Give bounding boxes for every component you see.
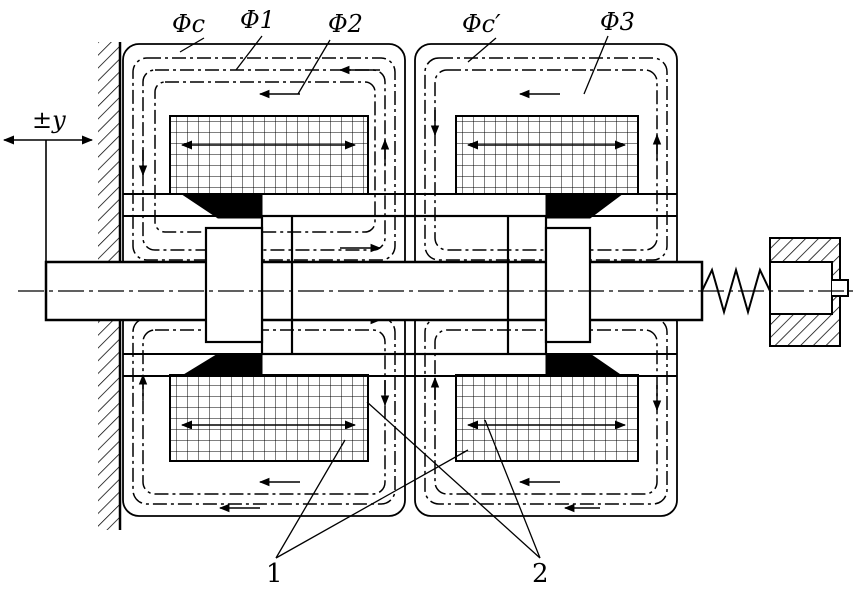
spring-icon — [701, 266, 771, 316]
coil-bottom-left — [169, 374, 369, 462]
right-wall-block — [769, 237, 849, 347]
coils — [169, 115, 639, 462]
label-phi-3: Φ3 — [600, 8, 635, 36]
displacement-indicator — [2, 135, 94, 262]
coil-bottom-right — [455, 374, 639, 462]
label-phi-2: Φ2 — [328, 10, 363, 38]
pole-pieces — [180, 193, 624, 377]
coil-arrows — [180, 140, 627, 430]
leader-lines — [179, 35, 609, 559]
label-phi-c-prime: Φc′ — [462, 10, 501, 38]
armature-spool — [204, 214, 592, 356]
label-displacement: ±y — [32, 106, 66, 134]
label-part-2: 2 — [532, 559, 549, 587]
coil-top-left — [169, 115, 369, 195]
label-part-1: 1 — [266, 559, 283, 587]
label-phi-1: Φ1 — [240, 6, 275, 34]
label-phi-c: Φc — [172, 10, 205, 38]
coil-top-right — [455, 115, 639, 195]
